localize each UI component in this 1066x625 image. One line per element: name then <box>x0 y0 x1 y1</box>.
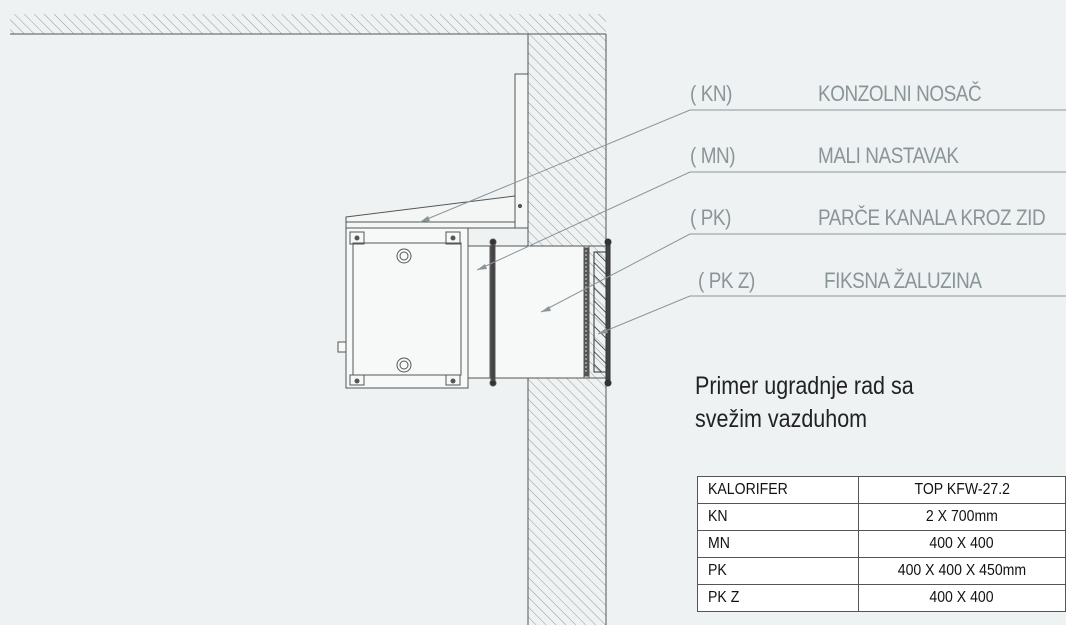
table-row: KALORIFER TOP KFW-27.2 <box>697 476 1066 504</box>
table-value: TOP KFW-27.2 <box>914 481 1010 498</box>
table-key: PK Z <box>708 589 740 606</box>
table-value: 2 X 700mm <box>925 508 998 525</box>
table-value-cell: 400 X 400 X 450mm <box>857 557 1066 585</box>
callout-name-kn: KONZOLNI NOSAČ <box>818 81 982 106</box>
table-key: MN <box>708 535 730 552</box>
callout-code-mn: ( MN) <box>690 143 736 168</box>
table-value: 400 X 400 <box>929 535 994 552</box>
spec-table: KALORIFER TOP KFW-27.2 KN 2 X 700mm MN 4… <box>697 476 1066 612</box>
table-value: 400 X 400 X 450mm <box>897 562 1027 579</box>
table-key-cell: MN <box>697 530 859 558</box>
table-key-cell: PK Z <box>697 584 859 612</box>
table-value-cell: TOP KFW-27.2 <box>857 476 1066 504</box>
wall <box>527 34 607 625</box>
table-row: PK Z 400 X 400 <box>697 584 1066 612</box>
ceiling <box>10 14 606 35</box>
table-value-cell: 400 X 400 <box>857 530 1066 558</box>
fixed-louvre <box>593 238 612 387</box>
table-key: KN <box>708 508 728 525</box>
table-key-cell: KN <box>697 503 859 531</box>
callout-name-mn: MALI NASTAVAK <box>818 143 959 168</box>
wall-duct <box>494 245 607 379</box>
table-key-cell: KALORIFER <box>697 476 859 504</box>
table-row: KN 2 X 700mm <box>697 503 1066 531</box>
table-value-cell: 2 X 700mm <box>857 503 1066 531</box>
small-extension <box>467 238 497 387</box>
leader-lines <box>419 109 1066 335</box>
callout-code-pk: ( PK) <box>690 205 731 230</box>
table-key-cell: PK <box>697 557 859 585</box>
console-bracket <box>345 73 529 229</box>
table-row: PK 400 X 400 X 450mm <box>697 557 1066 585</box>
table-key: PK <box>708 562 727 579</box>
table-value: 400 X 400 <box>929 589 994 606</box>
table-row: MN 400 X 400 <box>697 530 1066 558</box>
table-value-cell: 400 X 400 <box>857 584 1066 612</box>
callout-name-pk: PARČE KANALA KROZ ZID <box>818 205 1046 230</box>
caption: Primer ugradnje rad sa svežim vazduhom <box>695 372 914 433</box>
callout-name-pkz: FIKSNA ŽALUZINA <box>824 268 982 293</box>
callout-code-pkz: ( PK Z) <box>698 268 755 293</box>
callout-code-kn: ( KN) <box>690 81 732 106</box>
heater-unit <box>337 227 469 389</box>
table-key: KALORIFER <box>708 481 788 498</box>
